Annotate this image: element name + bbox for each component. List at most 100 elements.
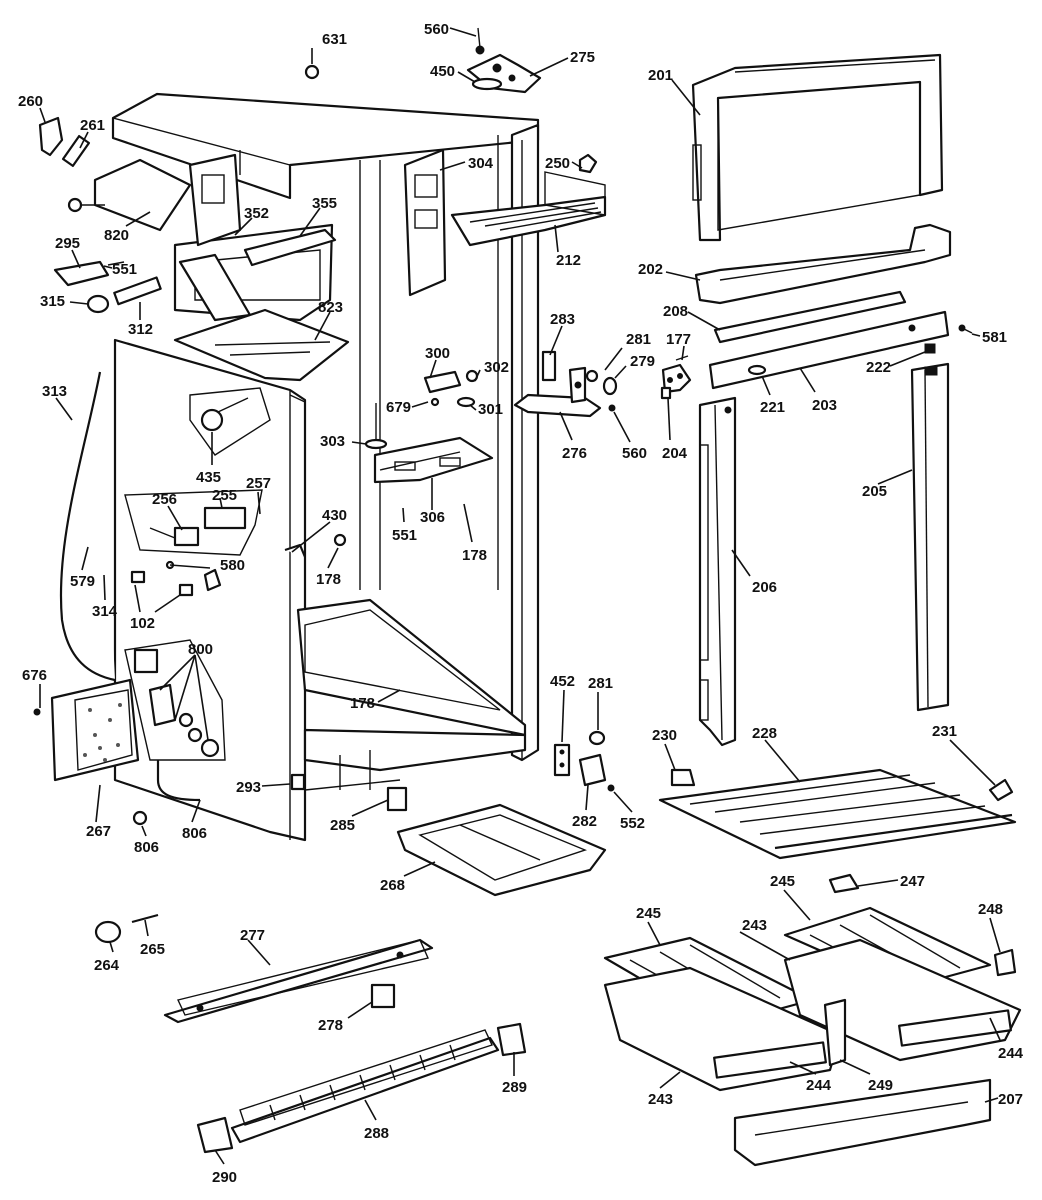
part-label-230: 230 xyxy=(652,727,677,744)
part-label-430: 430 xyxy=(322,507,347,524)
capillary-tube xyxy=(59,371,116,682)
part-label-265: 265 xyxy=(140,941,165,958)
part-label-277: 277 xyxy=(240,927,265,944)
part-label-823: 823 xyxy=(318,299,343,316)
part-label-806: 806 xyxy=(134,839,159,856)
part-label-257: 257 xyxy=(246,475,271,492)
part-label-201: 201 xyxy=(648,67,673,84)
part-label-247: 247 xyxy=(900,873,925,890)
part-label-302: 302 xyxy=(484,359,509,376)
part-label-352: 352 xyxy=(244,205,269,222)
part-label-552: 552 xyxy=(620,815,645,832)
part-label-178: 178 xyxy=(462,547,487,564)
crisper-pans xyxy=(603,938,1022,1092)
part-label-304: 304 xyxy=(468,155,494,172)
drip-tray xyxy=(396,803,607,897)
part-label-282: 282 xyxy=(572,813,597,830)
part-label-435: 435 xyxy=(196,469,221,486)
part-label-300: 300 xyxy=(425,345,450,362)
part-label-178: 178 xyxy=(350,695,375,712)
part-label-279: 279 xyxy=(630,353,655,370)
part-label-202: 202 xyxy=(638,261,663,278)
part-label-450: 450 xyxy=(430,63,455,80)
part-label-178: 178 xyxy=(316,571,341,588)
water-fittings xyxy=(38,116,162,314)
freezer-shelf xyxy=(450,153,607,247)
part-label-679: 679 xyxy=(386,399,411,416)
door-trim-left xyxy=(698,396,737,747)
door-trim-right xyxy=(910,362,950,712)
part-label-261: 261 xyxy=(80,117,105,134)
part-label-177: 177 xyxy=(666,331,691,348)
part-label-102: 102 xyxy=(130,615,155,632)
bottom-hinge-assembly xyxy=(553,730,615,792)
part-label-285: 285 xyxy=(330,817,355,834)
part-label-205: 205 xyxy=(862,483,887,500)
part-label-800: 800 xyxy=(188,641,213,658)
base-grille-parts xyxy=(94,913,527,1154)
part-label-306: 306 xyxy=(420,509,445,526)
part-label-275: 275 xyxy=(570,49,595,66)
hinge-bracket xyxy=(513,350,616,418)
part-label-243: 243 xyxy=(742,917,767,934)
part-label-355: 355 xyxy=(312,195,337,212)
part-label-281: 281 xyxy=(626,331,651,348)
part-label-222: 222 xyxy=(866,359,891,376)
part-label-228: 228 xyxy=(752,725,777,742)
part-label-581: 581 xyxy=(982,329,1007,346)
door-bar-assembly xyxy=(708,310,973,390)
evaporator-assembly xyxy=(67,148,447,382)
door-bin xyxy=(733,1078,992,1167)
temperature-control xyxy=(364,369,494,484)
part-label-301: 301 xyxy=(478,401,503,418)
part-label-206: 206 xyxy=(752,579,777,596)
wire-shelf xyxy=(658,768,1017,860)
part-label-551: 551 xyxy=(112,261,137,278)
part-label-249: 249 xyxy=(868,1077,893,1094)
part-label-580: 580 xyxy=(220,557,245,574)
part-label-289: 289 xyxy=(502,1079,527,1096)
door-liner xyxy=(691,53,952,344)
part-label-245: 245 xyxy=(636,905,661,922)
part-label-313: 313 xyxy=(42,383,67,400)
center-hinge-assembly xyxy=(585,355,692,400)
part-label-290: 290 xyxy=(212,1169,237,1186)
part-label-303: 303 xyxy=(320,433,345,450)
part-label-295: 295 xyxy=(55,235,80,252)
part-label-264: 264 xyxy=(94,957,120,974)
part-label-452: 452 xyxy=(550,673,575,690)
part-label-212: 212 xyxy=(556,252,581,269)
part-label-631: 631 xyxy=(322,31,347,48)
part-label-255: 255 xyxy=(212,487,237,504)
part-label-288: 288 xyxy=(364,1125,389,1142)
part-label-276: 276 xyxy=(562,445,587,462)
part-label-312: 312 xyxy=(128,321,153,338)
part-label-283: 283 xyxy=(550,311,575,328)
part-label-314: 314 xyxy=(92,603,118,620)
part-label-551: 551 xyxy=(392,527,417,544)
part-label-245: 245 xyxy=(770,873,795,890)
part-label-278: 278 xyxy=(318,1017,343,1034)
part-label-293: 293 xyxy=(236,779,261,796)
drain-tube xyxy=(132,760,408,826)
part-label-806: 806 xyxy=(182,825,207,842)
part-label-248: 248 xyxy=(978,901,1003,918)
part-label-243: 243 xyxy=(648,1091,673,1108)
part-label-221: 221 xyxy=(760,399,785,416)
part-label-207: 207 xyxy=(998,1091,1023,1108)
part-label-268: 268 xyxy=(380,877,405,894)
part-label-579: 579 xyxy=(70,573,95,590)
part-label-231: 231 xyxy=(932,723,957,740)
part-label-204: 204 xyxy=(662,445,688,462)
part-label-281: 281 xyxy=(588,675,613,692)
part-label-203: 203 xyxy=(812,397,837,414)
part-label-250: 250 xyxy=(545,155,570,172)
part-label-260: 260 xyxy=(18,93,43,110)
side-panel-details xyxy=(124,387,347,761)
part-label-560: 560 xyxy=(424,21,449,38)
part-label-560: 560 xyxy=(622,445,647,462)
part-label-244: 244 xyxy=(806,1077,832,1094)
insulation-panel xyxy=(33,678,140,782)
part-label-820: 820 xyxy=(104,227,129,244)
